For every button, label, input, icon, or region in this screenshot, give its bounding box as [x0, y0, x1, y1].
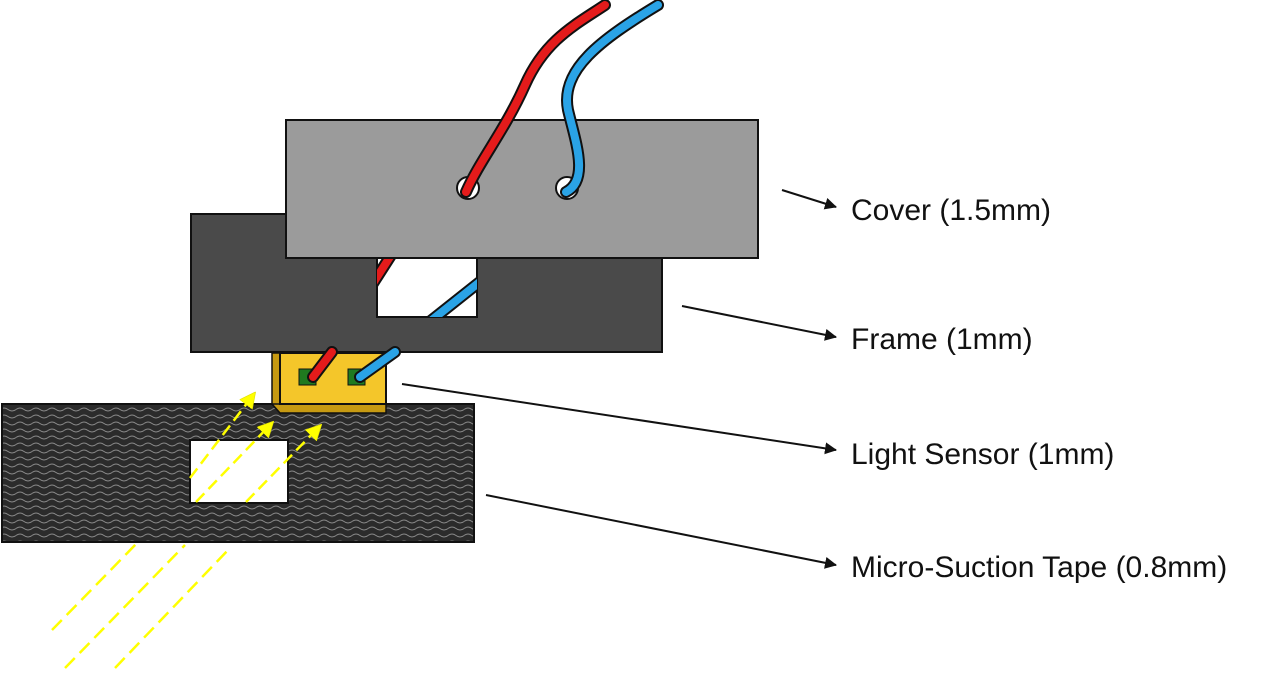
window-light-rays	[189, 394, 320, 503]
light-ray-3	[114, 547, 231, 669]
light-ray-2	[64, 544, 186, 669]
light-sensor-label: Light Sensor (1mm)	[851, 438, 1114, 471]
cover-label: Cover (1.5mm)	[851, 194, 1051, 227]
cover-body	[285, 119, 759, 259]
sensor-top-face	[279, 352, 387, 405]
blue-wire-lower	[429, 279, 477, 317]
blue-wire-to-sensor	[356, 348, 399, 381]
light-ray-1	[51, 539, 141, 631]
light-sensor	[270, 352, 387, 415]
upper-wires	[460, 0, 664, 198]
sensor-bottom-face	[270, 403, 387, 414]
blue-wire-upper	[562, 1, 662, 196]
cover-arrow	[781, 189, 837, 210]
micro-suction-tape	[1, 403, 475, 543]
light-sensor-arrow	[401, 383, 837, 455]
frame-window	[376, 256, 478, 318]
lower-wires	[307, 257, 477, 383]
red-wire-upper	[462, 1, 609, 196]
cover	[285, 119, 759, 259]
incoming-light-rays	[51, 539, 231, 669]
callout-arrows	[401, 189, 837, 569]
window-ray-2	[195, 423, 272, 503]
red-wire-to-sensor	[309, 348, 336, 381]
tape-arrow	[485, 494, 837, 569]
tape-window	[189, 439, 289, 504]
frame-label: Frame (1mm)	[851, 323, 1033, 356]
frame-arrow	[681, 305, 837, 341]
micro-suction-tape-label: Micro-Suction Tape (0.8mm)	[851, 551, 1227, 584]
